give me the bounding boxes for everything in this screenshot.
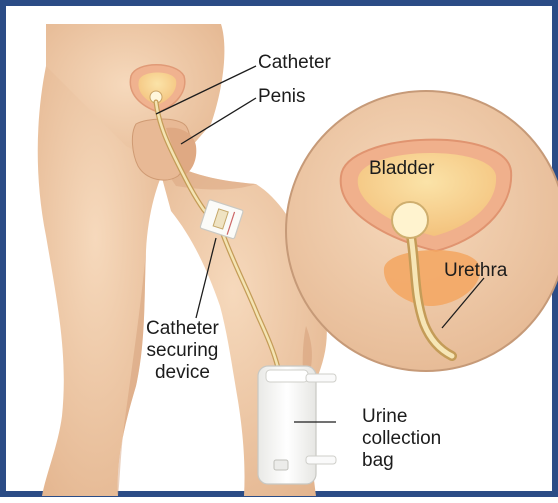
label-penis: Penis [258, 86, 306, 108]
label-collection-bag-line2: collection [362, 428, 441, 450]
label-collection-bag: Urine collection bag [362, 406, 441, 472]
label-catheter: Catheter [258, 52, 331, 74]
label-securing-device-line3: device [146, 362, 219, 384]
catheter-illustration [6, 6, 558, 503]
label-securing-device-line2: securing [146, 340, 219, 362]
label-urethra: Urethra [444, 260, 507, 282]
urine-collection-bag [258, 366, 336, 484]
magnified-view [286, 91, 558, 371]
label-collection-bag-line3: bag [362, 450, 441, 472]
label-collection-bag-line1: Urine [362, 406, 441, 428]
label-securing-device: Catheter securing device [146, 318, 219, 384]
label-securing-device-line1: Catheter [146, 318, 219, 340]
label-bladder: Bladder [369, 158, 435, 180]
